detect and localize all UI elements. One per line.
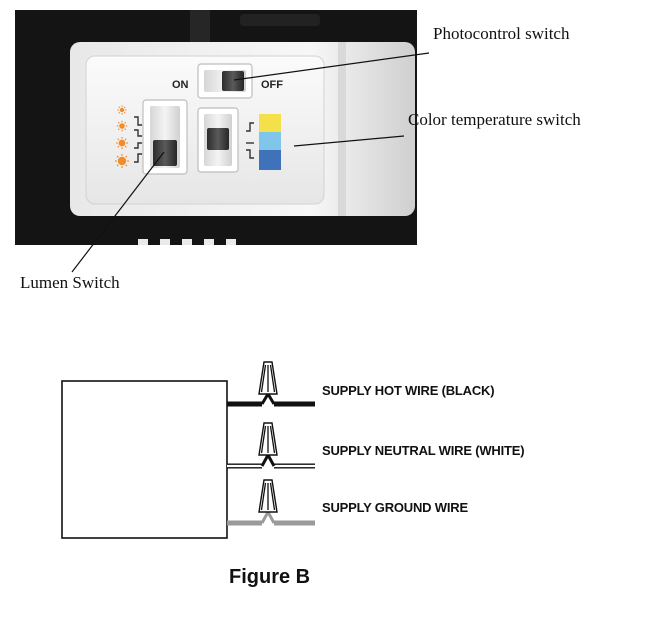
color-temp-knob[interactable] xyxy=(207,128,229,150)
color-chip-warm xyxy=(259,114,281,132)
neutral-twist xyxy=(266,454,276,467)
level-glyph xyxy=(134,142,142,149)
level-glyph xyxy=(134,129,142,137)
wire-nut-icon xyxy=(258,422,278,456)
vent-slot xyxy=(204,239,214,245)
on-label: ON xyxy=(172,79,189,91)
temp-glyph xyxy=(246,122,254,132)
vent-slot xyxy=(138,239,148,245)
photocontrol-knob[interactable] xyxy=(222,71,244,91)
wire-nut-icon xyxy=(258,479,278,513)
vent-slot xyxy=(182,239,192,245)
wiring-diagram xyxy=(61,361,315,539)
ground-wire-label: SUPPLY GROUND WIRE xyxy=(322,500,468,515)
sun-icon xyxy=(117,105,127,115)
frame-edge xyxy=(338,42,346,216)
ground-twist xyxy=(266,511,276,524)
temp-glyph xyxy=(246,149,254,159)
figure-caption: Figure B xyxy=(229,566,311,588)
hot-twist xyxy=(266,393,276,405)
off-label: OFF xyxy=(261,79,283,91)
fixture-box xyxy=(61,380,228,539)
neutral-twist xyxy=(260,454,270,467)
color-chip-neutral xyxy=(259,132,281,150)
sun-icon xyxy=(116,120,128,132)
sun-icon xyxy=(116,137,128,149)
housing-seam xyxy=(190,10,210,50)
color-temp-callout: Color temperature switch xyxy=(408,110,581,129)
lumen-level-icons xyxy=(115,105,142,168)
level-glyph xyxy=(134,116,142,126)
fixture-photo: ON OFF xyxy=(15,10,417,245)
vent-slot xyxy=(160,239,170,245)
lumen-leader xyxy=(71,151,165,273)
color-temp-leader xyxy=(293,135,405,147)
vent-slot xyxy=(226,239,236,245)
housing-ridge xyxy=(240,14,320,26)
vent-slots xyxy=(138,239,236,245)
photocontrol-leader xyxy=(233,52,430,81)
ground-twist xyxy=(260,511,270,524)
neutral-wire-label: SUPPLY NEUTRAL WIRE (WHITE) xyxy=(322,443,525,458)
level-glyph xyxy=(134,153,142,163)
photocontrol-callout: Photocontrol switch xyxy=(433,24,570,43)
hot-twist xyxy=(260,393,270,405)
sun-icon xyxy=(115,154,129,168)
lumen-callout: Lumen Switch xyxy=(20,273,120,292)
hot-wire-label: SUPPLY HOT WIRE (BLACK) xyxy=(322,383,495,398)
wire-nut-icon xyxy=(258,361,278,395)
color-chip-cool xyxy=(259,150,281,170)
